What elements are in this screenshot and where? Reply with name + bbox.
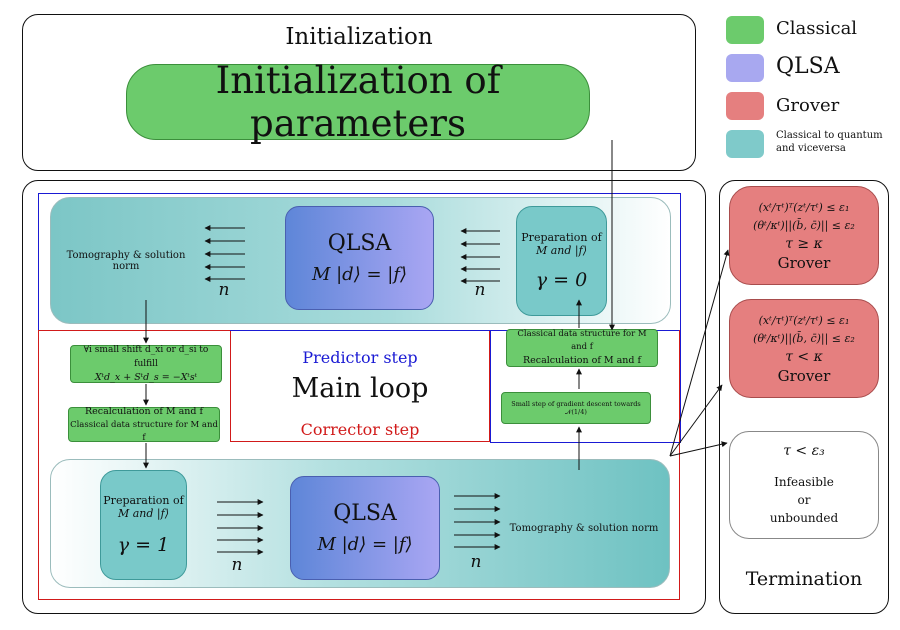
- corrector-recalc-line2: Classical data structure for M and f: [70, 419, 218, 443]
- corrector-inner-box: [230, 330, 490, 442]
- legend: Classical QLSA Grover Classical to quant…: [726, 12, 896, 162]
- predictor-n-label-left: n: [218, 280, 230, 300]
- legend-label-grover: Grover: [776, 95, 840, 116]
- corrector-recalc-box: Recalculation of M and f Classical data …: [68, 405, 220, 443]
- corrector-prep-line2: M and |f⟩: [117, 507, 169, 520]
- main-loop-label: Main loop: [291, 372, 429, 404]
- corrector-n-label-right: n: [470, 552, 482, 572]
- legend-label-qlsa: QLSA: [776, 54, 840, 79]
- corrector-prep-box: Preparation of M and |f⟩ γ = 1: [100, 470, 187, 580]
- infeasible-box: τ < ε₃ Infeasible or unbounded: [729, 431, 879, 539]
- corrector-recalc-line1: Recalculation of M and f: [84, 405, 204, 417]
- infeasible-line2: or: [797, 493, 811, 507]
- predictor-qlsa-box: QLSA M |d⟩ = |f⟩: [285, 206, 434, 310]
- initialization-params-box: Initialization of parameters: [126, 59, 590, 145]
- corrector-n-label-left: n: [231, 555, 243, 575]
- grover2-label: Grover: [777, 366, 831, 385]
- grover1-cond2: (θᵗ/κᵗ)||(b̄, c̄)|| ≤ ε₂: [753, 218, 855, 232]
- legend-swatch-classical: [726, 16, 764, 44]
- grover2-cond2: (θᵗ/κᵗ)||(b̄, c̄)|| ≤ ε₂: [753, 331, 855, 345]
- corrector-qlsa-box: QLSA M |d⟩ = |f⟩: [290, 476, 440, 580]
- grover1-label: Grover: [777, 253, 831, 272]
- legend-label-classical: Classical: [776, 18, 858, 39]
- initialization-title: Initialization: [285, 24, 433, 50]
- predictor-tomography-label: Tomography & solution norm: [66, 250, 186, 272]
- legend-swatch-conversion: [726, 130, 764, 158]
- predictor-qlsa-equation: M |d⟩ = |f⟩: [311, 264, 408, 285]
- predictor-prep-line1: Preparation of: [521, 231, 602, 244]
- predictor-struct-line1: Classical data structure for M and f: [517, 329, 647, 352]
- corrector-region: [38, 330, 680, 600]
- corrector-tomography-label: Tomography & solution norm: [509, 522, 659, 534]
- corrector-qlsa-title: QLSA: [333, 501, 397, 526]
- infeasible-line3: unbounded: [769, 511, 839, 525]
- predictor-step-label: Predictor step: [302, 347, 418, 367]
- termination-title: Termination: [745, 568, 863, 590]
- grover-box-secondary: (xᵗ/τᵗ)ᵀ(zᵗ/τᵗ) ≤ ε₁ (θᵗ/κᵗ)||(b̄, c̄)||…: [729, 299, 879, 398]
- predictor-classical-struct-box: Classical data structure for M and f Rec…: [506, 329, 658, 367]
- corrector-gamma: γ = 1: [117, 534, 170, 556]
- predictor-struct-line2: Recalculation of M and f: [522, 355, 642, 366]
- predictor-prep-box: Preparation of M and |f⟩ γ = 0: [516, 206, 607, 316]
- legend-label-conversion: Classical to quantum and viceversa: [776, 130, 883, 154]
- predictor-n-label-right: n: [474, 280, 486, 300]
- corrector-shift-box: ∀i small shift d_xi or d_si to fulfill X…: [70, 345, 222, 383]
- predictor-qlsa-title: QLSA: [327, 231, 392, 256]
- grover1-cond3: τ ≥ κ: [785, 235, 823, 252]
- grover-box-optimal: (xᵗ/τᵗ)ᵀ(zᵗ/τᵗ) ≤ ε₁ (θᵗ/κᵗ)||(b̄, c̄)||…: [729, 186, 879, 285]
- grover2-cond3: τ < κ: [785, 348, 823, 365]
- infeasible-cond: τ < ε₃: [783, 443, 825, 459]
- predictor-prep-line2: M and |f⟩: [535, 244, 587, 257]
- grover1-cond1: (xᵗ/τᵗ)ᵀ(zᵗ/τᵗ) ≤ ε₁: [758, 200, 850, 214]
- corrector-qlsa-equation: M |d⟩ = |f⟩: [317, 534, 413, 555]
- corrector-step-label: Corrector step: [300, 419, 420, 439]
- grover2-cond1: (xᵗ/τᵗ)ᵀ(zᵗ/τᵗ) ≤ ε₁: [758, 313, 850, 327]
- legend-swatch-qlsa: [726, 54, 764, 82]
- predictor-gradient-box: Small step of gradient descent towards 𝒩…: [501, 392, 651, 424]
- predictor-mid-line: [230, 330, 490, 331]
- corrector-shift-line2: Xᵗd_x + Sᵗd_s = −Xᵗsᵗ: [94, 372, 198, 383]
- corrector-prep-line1: Preparation of: [103, 494, 184, 507]
- corrector-top-line: [38, 330, 230, 331]
- corrector-shift-line1: ∀i small shift d_xi or d_si to fulfill: [83, 345, 209, 369]
- predictor-gamma: γ = 0: [535, 269, 588, 291]
- legend-swatch-grover: [726, 92, 764, 120]
- infeasible-line1: Infeasible: [774, 475, 834, 489]
